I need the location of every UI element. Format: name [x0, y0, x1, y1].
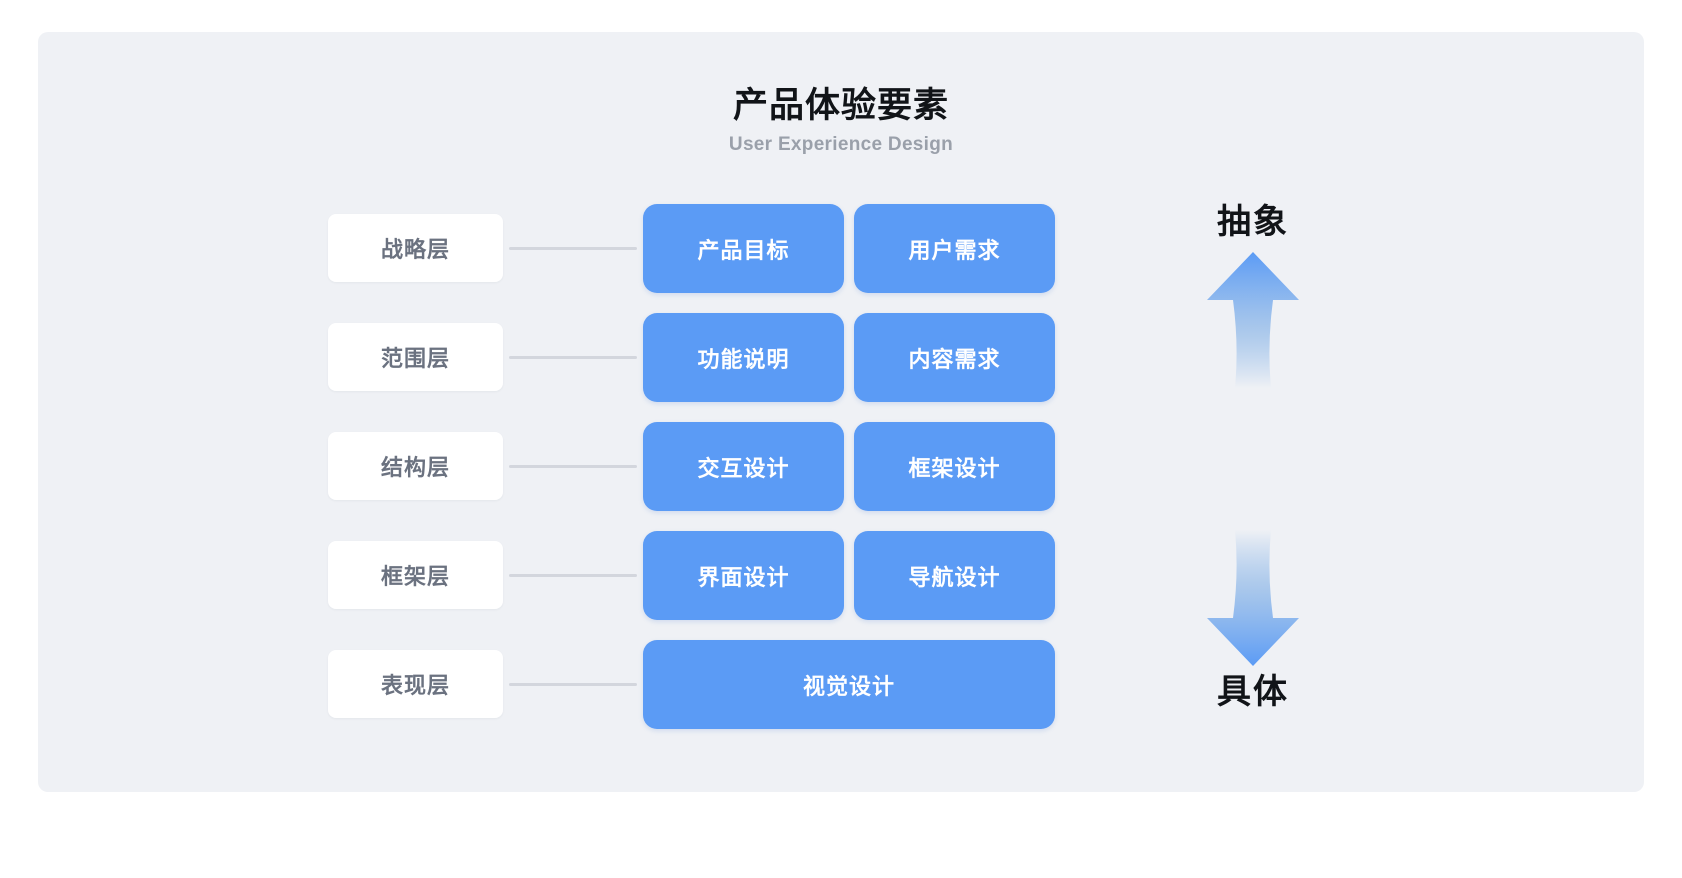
element-card[interactable]: 界面设计 [643, 531, 844, 620]
element-card-label: 用户需求 [908, 237, 1001, 263]
layers-diagram: 战略层 产品目标 用户需求范围层 功能说明 内容需求结构层 交互设计 框架设计框架层 界面设计… [328, 204, 1358, 764]
content-panel: 产品体验要素 User Experience Design 战略层 产品目标 用户需… [38, 32, 1644, 792]
arrow-up-icon [1207, 252, 1299, 388]
connector-line [509, 356, 637, 359]
card-group: 产品目标 用户需求 [643, 204, 1055, 293]
element-card-label: 产品目标 [697, 237, 790, 263]
layer-chip[interactable]: 表现层 [328, 650, 503, 718]
abstraction-axis: 抽象 [1128, 200, 1378, 770]
layer-chip-label: 框架层 [380, 564, 450, 589]
card-group: 交互设计 框架设计 [643, 422, 1055, 511]
layer-chip-label: 战略层 [380, 237, 450, 262]
card-group: 功能说明 内容需求 [643, 313, 1055, 402]
layer-chip[interactable]: 战略层 [328, 214, 503, 282]
layer-row: 范围层 功能说明 内容需求 [328, 313, 1358, 402]
element-card-label: 内容需求 [908, 346, 1001, 372]
layer-row: 战略层 产品目标 用户需求 [328, 204, 1358, 293]
axis-spacer [1128, 390, 1378, 528]
layer-chip-label: 表现层 [380, 673, 450, 698]
arrow-down-wrapper [1128, 528, 1378, 668]
arrow-up-wrapper [1128, 250, 1378, 390]
layer-chip[interactable]: 范围层 [328, 323, 503, 391]
element-card-label: 界面设计 [697, 564, 790, 590]
layer-chip-label: 范围层 [380, 346, 450, 371]
layer-row: 结构层 交互设计 框架设计 [328, 422, 1358, 511]
element-card-label: 导航设计 [908, 564, 1001, 590]
element-card-label: 视觉设计 [802, 673, 895, 699]
element-card[interactable]: 交互设计 [643, 422, 844, 511]
axis-label-abstract: 抽象 [1217, 203, 1289, 241]
arrow-down-icon [1207, 530, 1299, 666]
connector-line [509, 683, 637, 686]
element-card-label: 交互设计 [697, 455, 790, 481]
axis-label-concrete: 具体 [1217, 673, 1289, 711]
element-card[interactable]: 内容需求 [854, 313, 1055, 402]
layer-row: 表现层 视觉设计 [328, 640, 1358, 729]
element-card[interactable]: 导航设计 [854, 531, 1055, 620]
layer-chip[interactable]: 框架层 [328, 541, 503, 609]
element-card[interactable]: 产品目标 [643, 204, 844, 293]
layer-chip-label: 结构层 [380, 455, 450, 480]
card-group: 视觉设计 [643, 640, 1055, 729]
connector-line [509, 574, 637, 577]
page-subtitle: User Experience Design [728, 134, 954, 155]
card-group: 界面设计 导航设计 [643, 531, 1055, 620]
layer-chip[interactable]: 结构层 [328, 432, 503, 500]
connector-line [509, 247, 637, 250]
element-card-label: 框架设计 [908, 455, 1001, 481]
element-card[interactable]: 用户需求 [854, 204, 1055, 293]
element-card[interactable]: 功能说明 [643, 313, 844, 402]
header: 产品体验要素 User Experience Design [38, 84, 1644, 158]
element-card[interactable]: 视觉设计 [643, 640, 1055, 729]
element-card-label: 功能说明 [697, 346, 790, 372]
layer-row: 框架层 界面设计 导航设计 [328, 531, 1358, 620]
connector-line [509, 465, 637, 468]
element-card[interactable]: 框架设计 [854, 422, 1055, 511]
page-title: 产品体验要素 [732, 86, 949, 125]
